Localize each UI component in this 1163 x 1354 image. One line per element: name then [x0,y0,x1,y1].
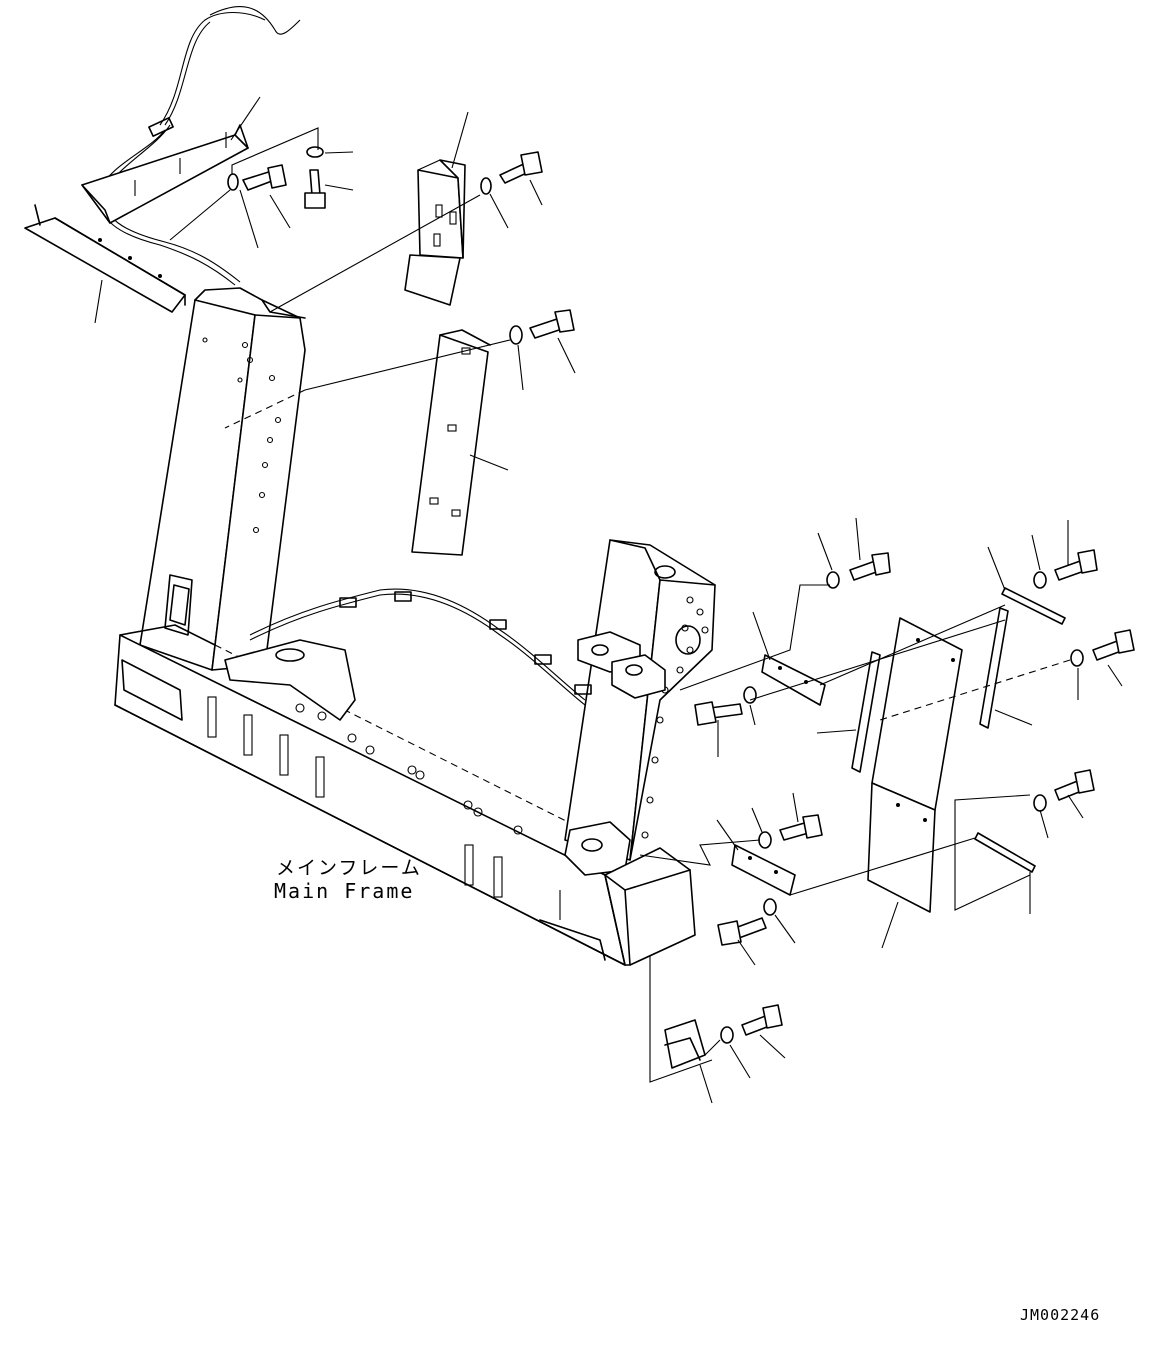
main-frame [114,287,716,966]
bolt-8 [694,701,743,726]
bolts [242,151,1135,1036]
vertical-strip-right [979,607,1009,729]
lower-channel-bracket [24,204,186,313]
upper-duct-bracket [81,124,249,224]
assembly-lines [169,127,1071,1083]
cover-plate [867,617,963,913]
drawing-id: JM002246 [1020,1306,1101,1324]
bolt-9 [779,814,823,841]
right-lower-bracket [731,844,796,896]
upper-cover [404,159,466,306]
main-frame-label-jp: メインフレーム [276,857,422,879]
side-cover [411,329,491,556]
bolt-3 [499,151,543,184]
horizontal-strip-lower [974,832,1036,873]
bolt-6 [1054,549,1098,581]
bolt-10 [1054,769,1095,801]
bolt-5 [849,552,891,581]
bolt-4 [529,309,575,339]
bolt-11 [717,917,767,946]
bolt-7 [1092,629,1135,661]
wiring-harness [98,6,592,706]
horizontal-strip-upper [1001,587,1066,625]
vertical-strip-left [851,651,881,773]
bottom-small-bracket [664,1019,706,1069]
bolt-1 [242,164,287,191]
bolt-12 [741,1004,783,1036]
bolt-2 [304,169,326,209]
right-upper-bracket [761,654,826,706]
callout-leaders [94,96,1123,1104]
main-frame-label-en: Main Frame [274,879,415,903]
